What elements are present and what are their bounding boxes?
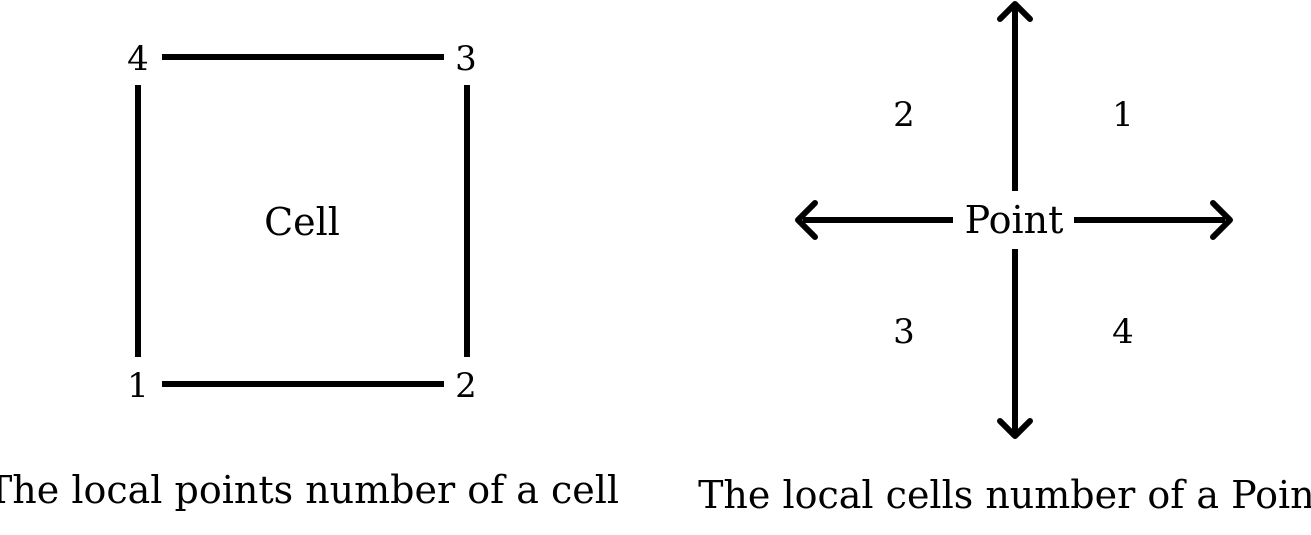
cell-corner-label-bottom-left: 1 (127, 366, 149, 406)
cell-caption: The local points number of a cell (0, 468, 619, 512)
cell-corner-label-top-left: 4 (127, 39, 149, 79)
point-diagram: Point 2 1 3 4 The local cells number of … (698, 1, 1311, 517)
point-quadrant-label-bottom-left: 3 (893, 312, 915, 352)
point-quadrant-label-bottom-right: 4 (1112, 312, 1134, 352)
point-up-arrow-head (997, 1, 1033, 22)
cell-diagram: 4 3 1 2 Cell The local points number of … (0, 39, 619, 512)
point-quadrant-label-top-right: 1 (1112, 95, 1134, 135)
point-quadrant-label-top-left: 2 (893, 95, 915, 135)
cell-corner-label-bottom-right: 2 (455, 366, 477, 406)
cell-corner-label-top-right: 3 (455, 39, 477, 79)
cell-center-label: Cell (264, 200, 340, 244)
point-left-arrow-head (795, 200, 818, 240)
point-down-arrow-head (997, 418, 1033, 439)
point-center-label: Point (965, 198, 1064, 242)
point-caption: The local cells number of a Point (698, 473, 1311, 517)
point-right-arrow-head (1210, 200, 1233, 240)
